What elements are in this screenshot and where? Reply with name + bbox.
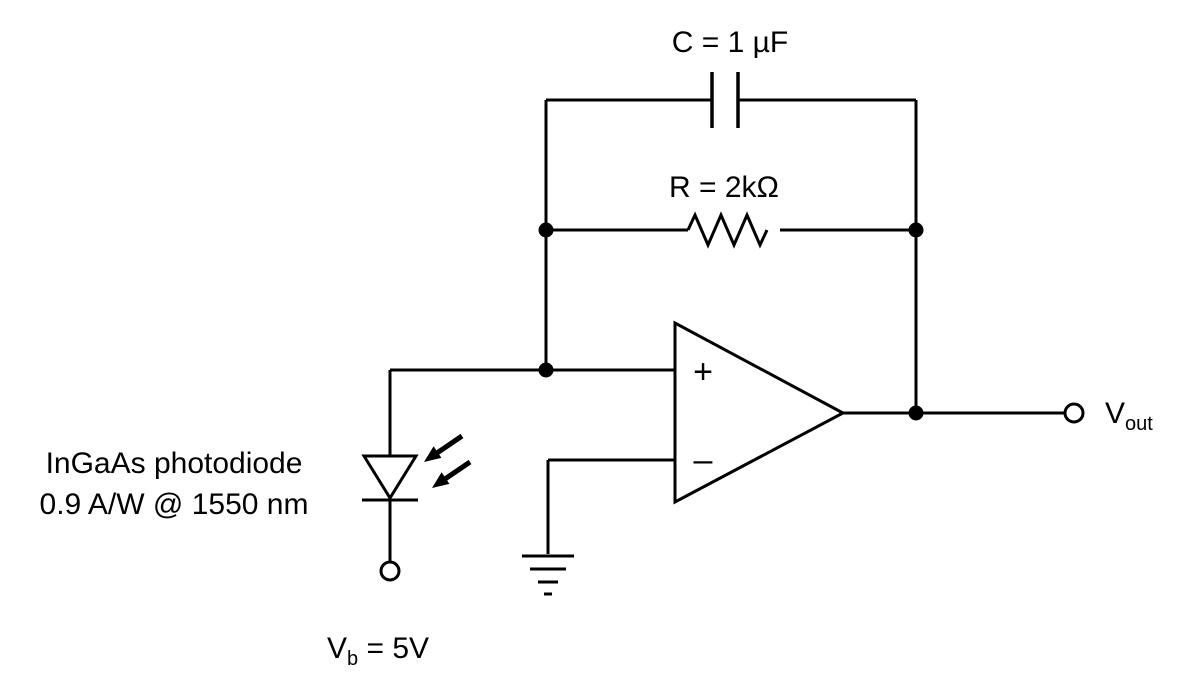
light-arrow-icon: [424, 433, 464, 462]
resistor-label: R = 2kΩ: [669, 171, 779, 204]
output: Vout: [843, 397, 1153, 435]
photodiode-label-line1: InGaAs photodiode: [46, 447, 303, 480]
output-terminal: [1063, 402, 1085, 424]
photodiode-triangle: [361, 454, 419, 501]
photodiode-annotation: InGaAs photodiode 0.9 A/W @ 1550 nm: [40, 447, 309, 521]
vout-label: Vout: [1105, 397, 1153, 435]
bias-label-value: = 5V: [358, 632, 429, 665]
photodiode: [361, 370, 419, 582]
opamp-minus-sign: –: [694, 441, 713, 479]
resistor-zigzag: [686, 211, 769, 249]
opamp: + –: [390, 320, 847, 505]
photodiode-label-line2: 0.9 A/W @ 1550 nm: [40, 488, 309, 521]
ground-symbol: [522, 460, 574, 596]
bias-label-sub: b: [347, 648, 358, 670]
opamp-triangle: [673, 320, 847, 505]
bias-label-v: V: [327, 632, 347, 665]
bias-label: Vb = 5V: [327, 632, 429, 670]
opamp-plus-sign: +: [693, 353, 713, 391]
junction-dot: [908, 222, 924, 238]
junction-dot: [538, 222, 554, 238]
light-arrow-icon: [432, 459, 472, 488]
junction-dot: [538, 362, 554, 378]
bias-terminal: [379, 560, 401, 582]
feedback-capacitor: C = 1 µF: [546, 26, 916, 128]
junction-dot: [908, 405, 924, 421]
vout-label-sub: out: [1125, 413, 1153, 435]
light-arrows: [424, 433, 472, 488]
feedback-resistor: R = 2kΩ: [546, 171, 916, 249]
junction-dots: [538, 222, 924, 421]
capacitor-label: C = 1 µF: [672, 26, 788, 59]
vout-label-v: V: [1105, 397, 1125, 430]
